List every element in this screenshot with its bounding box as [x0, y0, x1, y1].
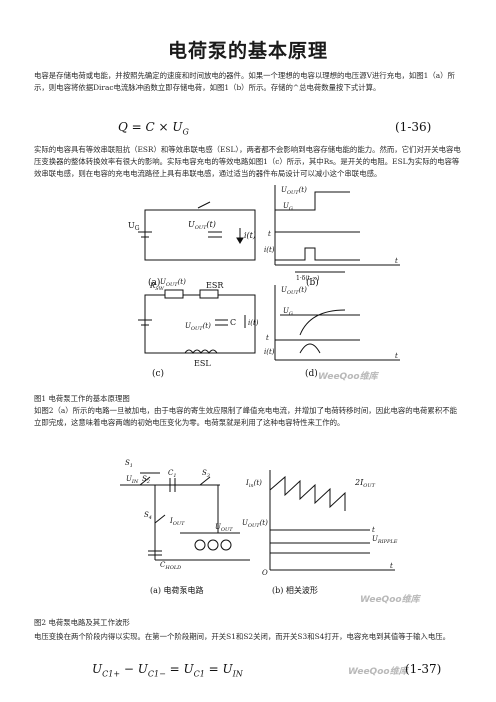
svg-text:UOUT(t): UOUT(t): [242, 519, 268, 529]
svg-text:i(t): i(t): [264, 246, 275, 254]
svg-text:UOUT(t): UOUT(t): [281, 286, 307, 296]
svg-text:t: t: [268, 230, 271, 238]
svg-text:t: t: [390, 562, 393, 570]
voltage-conversion-paragraph: 电压变换在两个阶段内得以实现。在第一个阶段期间，开关S1和S2关闭，而开关S3和…: [34, 632, 450, 641]
page-title: 电荷泵的基本原理: [167, 40, 328, 62]
svg-text:(b) 相关波形: (b) 相关波形: [272, 585, 318, 595]
esr-esl-paragraph: 实际的电容具有等效串联阻抗（ESR）和等效串联电感（ESL），两者都不会影响到电…: [34, 145, 461, 178]
svg-text:S1: S1: [125, 459, 133, 469]
equation-capacitor-voltage: UC1+ − UC1− = UC1 = UIN: [92, 662, 243, 679]
svg-text:IOUT: IOUT: [169, 517, 185, 527]
svg-text:UOUT(t): UOUT(t): [160, 278, 186, 288]
watermark-logo-1: WeeQoo维库: [318, 372, 378, 382]
switch-a: [197, 201, 211, 209]
equation-charge: Q = C × UG: [118, 120, 189, 137]
figure-2: S1 UIN S2 C1 S3 S4 IOUT UOUT CHOLD Iin(t…: [120, 459, 398, 595]
svg-text:t: t: [395, 352, 398, 360]
svg-text:UOUT: UOUT: [215, 523, 233, 533]
svg-text:t: t: [395, 257, 398, 265]
svg-text:UG: UG: [283, 202, 293, 212]
svg-text:(a): (a): [148, 277, 160, 288]
svg-text:UOUT(t): UOUT(t): [281, 186, 307, 196]
svg-text:URIPPLE: URIPPLE: [372, 535, 398, 545]
circuit-a-loop: [144, 209, 256, 261]
svg-text:C1: C1: [168, 469, 177, 479]
svg-text:1·δ(t-∞): 1·δ(t-∞): [296, 275, 319, 282]
svg-text:C: C: [230, 318, 236, 327]
svg-text:(b): (b): [306, 277, 319, 288]
watermark-logo-2: WeeQoo维库: [360, 595, 420, 605]
equation-number-2: (1-37): [405, 662, 442, 676]
svg-text:UOUT(t): UOUT(t): [188, 220, 216, 231]
svg-text:UIN: UIN: [126, 475, 139, 485]
svg-text:UG: UG: [283, 307, 293, 317]
equation-number-1: (1-36): [395, 120, 432, 134]
intro-paragraph: 电容是存储电荷或电能，并按照先确定的速度和时间放电的器件。如果一个理想的电容以理…: [34, 71, 455, 92]
svg-text:i(t): i(t): [264, 348, 275, 356]
svg-text:(d): (d): [305, 368, 318, 379]
circuit-c-loop: [144, 294, 256, 354]
svg-text:ESR: ESR: [206, 281, 224, 290]
svg-text:RSW: RSW: [149, 282, 165, 292]
figure-1-caption: 图1 电荷泵工作的基本原理图: [34, 394, 130, 403]
svg-text:t: t: [372, 526, 375, 534]
svg-text:S4: S4: [144, 511, 152, 521]
svg-text:i(t): i(t): [244, 231, 256, 240]
svg-text:(a) 电荷泵电路: (a) 电荷泵电路: [150, 585, 204, 595]
svg-text:(c): (c): [152, 368, 164, 379]
svg-text:UG: UG: [128, 221, 140, 232]
svg-text:2IOUT: 2IOUT: [354, 478, 376, 489]
svg-text:S3: S3: [202, 469, 210, 479]
svg-text:O: O: [262, 569, 268, 577]
watermark-logo-3: WeeQoo维库: [348, 667, 408, 677]
svg-text:t: t: [266, 334, 269, 342]
svg-text:Iin(t): Iin(t): [245, 479, 262, 489]
charge-pump-paragraph: 如图2（a）所示的电路一旦被加电，由于电容的寄生效应限制了峰值充电电流，并增加了…: [34, 406, 457, 427]
figure-1: UG UOUT(t) i(t) (a) (b) UOUT(t) UG t i(t…: [128, 185, 400, 379]
svg-text:ESL: ESL: [194, 359, 211, 368]
svg-text:S2: S2: [142, 475, 150, 485]
svg-text:i(t): i(t): [248, 319, 259, 327]
svg-text:UOUT(t): UOUT(t): [185, 322, 211, 332]
figure-2-caption: 图2 电荷泵电路及其工作波形: [34, 618, 130, 627]
svg-text:CHOLD: CHOLD: [160, 561, 181, 571]
